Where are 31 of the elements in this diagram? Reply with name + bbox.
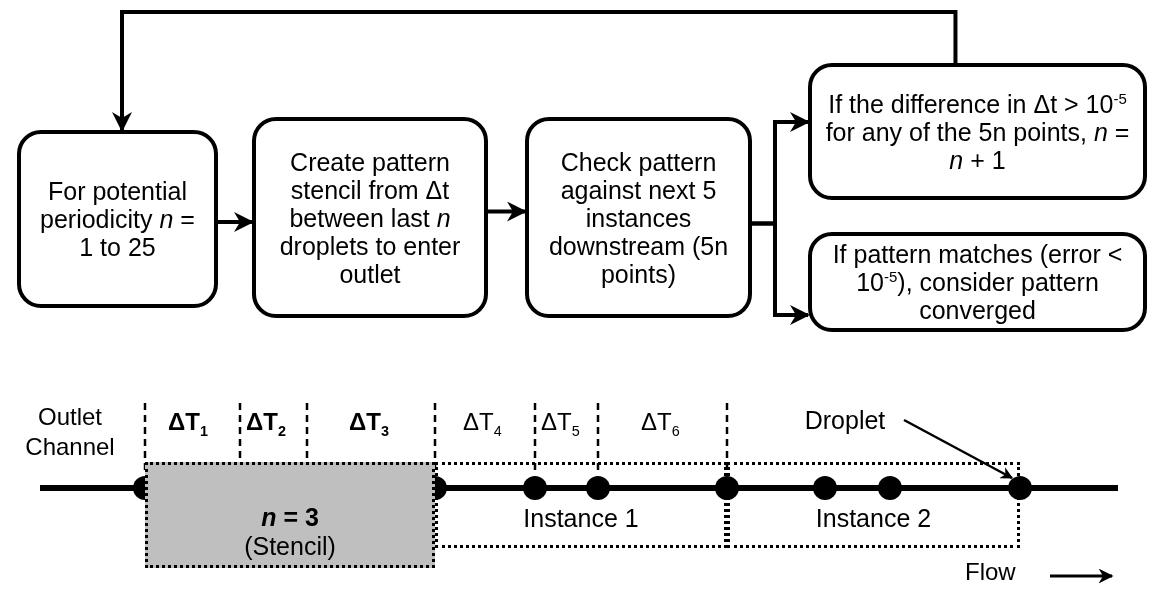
flow-label: Flow xyxy=(965,558,1016,586)
leader-line xyxy=(903,418,1014,480)
process-box xyxy=(808,232,1147,332)
stencil-size: n = 3 xyxy=(261,503,319,532)
instance-label: Instance 2 xyxy=(815,503,932,533)
interval-label: ΔT$_{1}$ xyxy=(168,408,208,439)
process-box xyxy=(808,63,1147,200)
interval-label: ΔT$_{2}$ xyxy=(246,408,286,439)
box-text: For potential periodicity n = 1 to 25 xyxy=(39,177,196,261)
connector-arrow xyxy=(488,201,527,222)
droplet-label: Droplet xyxy=(790,402,900,438)
process-box xyxy=(525,117,752,318)
box-text: If the difference in Δt > 10$^{-5}$ for any of the 5n points, n = n + 1 xyxy=(824,89,1131,174)
box-text: Check pattern against next 5 instances downstream (5n points) xyxy=(547,147,730,288)
stencil-box xyxy=(145,462,435,568)
connector-arrow xyxy=(218,212,254,232)
connector-arrow xyxy=(752,221,810,325)
connector-arrow xyxy=(112,10,958,132)
process-box xyxy=(17,130,218,308)
box-text: If pattern matches (error < 10$^{-5}$), consider pattern converged xyxy=(831,240,1124,324)
process-box xyxy=(252,117,488,318)
droplet-dot xyxy=(1008,476,1032,500)
instance-box xyxy=(435,462,727,548)
instance-label: Instance 1 xyxy=(523,503,639,533)
interval-label: ΔT$_{4}$ xyxy=(463,408,502,439)
interval-label: ΔT$_{6}$ xyxy=(641,408,680,439)
stencil-caption: (Stencil) xyxy=(244,532,336,561)
box-text: Create pattern stencil from Δt between last n droplets to enter outlet xyxy=(278,147,462,288)
interval-label: ΔT$_{5}$ xyxy=(541,408,580,439)
outlet-channel-label: Outlet Channel xyxy=(24,402,116,462)
interval-label: ΔT$_{3}$ xyxy=(349,408,389,439)
